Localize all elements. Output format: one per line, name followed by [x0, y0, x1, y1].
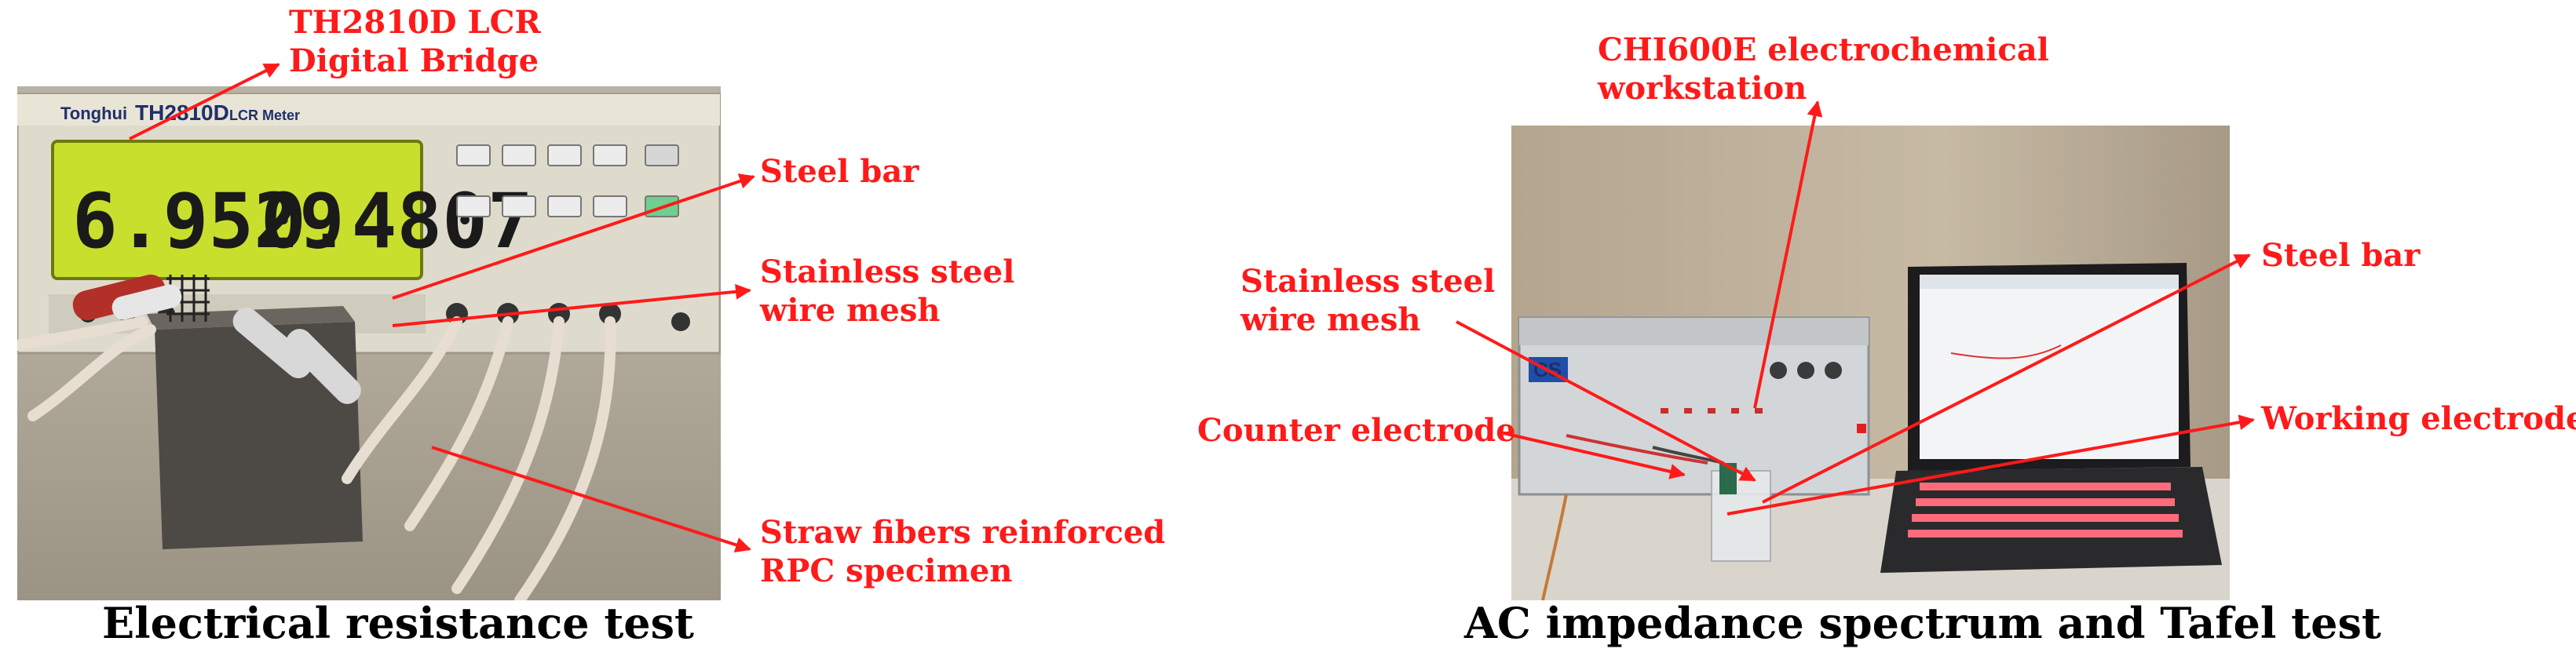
caption-right: AC impedance spectrum and Tafel test: [1464, 598, 2381, 648]
caption-left: Electrical resistance test: [102, 598, 694, 648]
lcd-reading-main: 6.9529: [72, 177, 345, 265]
electrochemical-test-photo: CS: [1511, 126, 2230, 600]
label-mesh-left: Stainless steel wire mesh: [760, 253, 1015, 329]
lcr-test-photo: Tonghui TH2810D LCR Meter 6.9529 0.4807: [17, 86, 721, 600]
label-steel-bar-right: Steel bar: [2261, 237, 2421, 274]
label-working-electrode: Working electrode: [2261, 400, 2576, 437]
rpc-specimen: [155, 322, 363, 549]
label-lcr-bridge: TH2810D LCR Digital Bridge: [289, 4, 541, 79]
workstation-logo: CS: [1533, 358, 1562, 381]
meter-type: LCR Meter: [229, 108, 300, 123]
label-counter-electrode: Counter electrode: [1197, 412, 1516, 449]
label-steel-bar-left: Steel bar: [760, 153, 919, 190]
meter-model: TH2810D: [135, 100, 229, 125]
label-specimen: Straw fibers reinforced RPC specimen: [760, 514, 1166, 589]
label-mesh-right: Stainless steel wire mesh: [1240, 263, 1496, 338]
lcd-reading-secondary: 0.4807: [261, 177, 533, 265]
label-workstation: CHI600E electrochemical workstation: [1598, 31, 2049, 107]
kelvin-clips: [72, 274, 361, 404]
meter-brand: Tonghui: [60, 104, 127, 123]
